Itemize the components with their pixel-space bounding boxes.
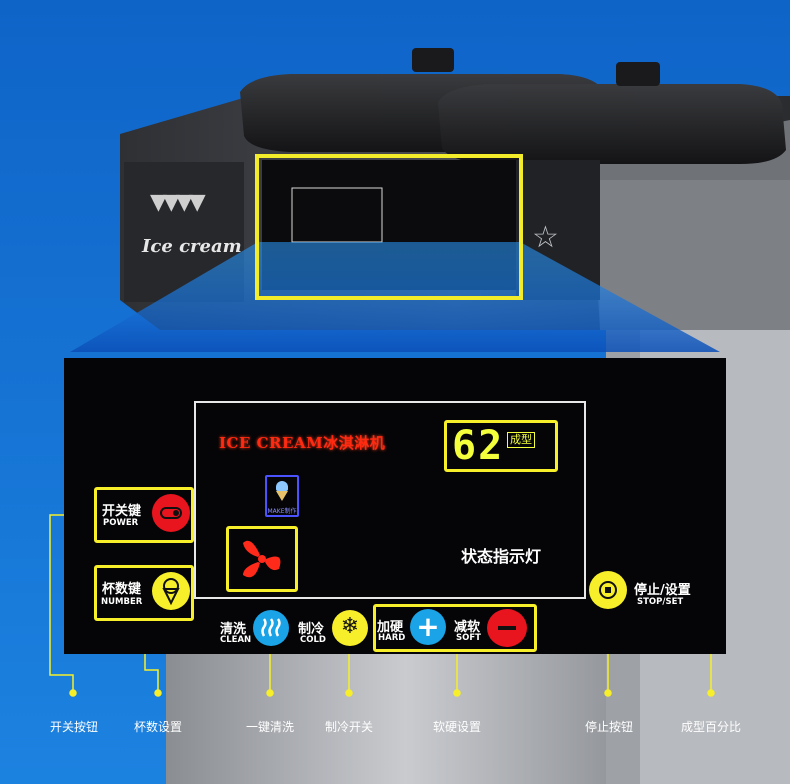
forming-percentage-unit: 成型	[507, 432, 535, 448]
callout-clean: 一键清洗	[246, 720, 295, 734]
forming-percentage-display	[444, 420, 558, 472]
soft-minus-button[interactable]	[487, 609, 527, 647]
fan-icon	[243, 540, 281, 578]
hard-label-en: HARD	[378, 633, 406, 643]
number-button[interactable]	[152, 572, 190, 610]
callout-forming-percentage: 成型百分比	[681, 720, 742, 734]
cold-label-en: COLD	[300, 635, 326, 645]
plus-icon: +	[416, 610, 440, 643]
status-light-label: 状态指示灯	[461, 547, 542, 566]
ice-cream-cones-icon: ▼▼▼▼	[150, 190, 206, 215]
callout-cup-count: 杯数设置	[134, 720, 183, 734]
display-brand-text: ICE CREAM冰淇淋机	[219, 434, 386, 452]
cold-button[interactable]: ❄	[332, 610, 368, 646]
status-indicator-light	[226, 526, 298, 592]
hardness-highlight-box	[373, 604, 537, 652]
clean-label-en: CLEAN	[220, 635, 252, 645]
steam-icon	[261, 618, 281, 637]
power-label-en: POWER	[103, 518, 139, 528]
clean-button[interactable]	[253, 610, 289, 646]
make-indicator-icon	[265, 475, 299, 517]
stop-set-label-en: STOP/SET	[637, 597, 684, 607]
number-label: 杯数键	[102, 582, 142, 597]
snowflake-icon: ❄	[340, 614, 360, 639]
stop-icon	[599, 581, 617, 599]
machine-logo: Ice cream	[142, 236, 242, 257]
stop-set-label: 停止/设置	[634, 583, 691, 598]
number-highlight-box	[94, 565, 194, 621]
power-label: 开关键	[102, 504, 142, 519]
forming-percentage-value: 62	[452, 423, 505, 469]
callout-power: 开关按钮	[50, 720, 99, 734]
hard-label: 加硬	[377, 620, 404, 635]
stop-set-button[interactable]	[589, 571, 627, 609]
toggle-icon	[160, 507, 182, 519]
callout-cooling: 制冷开关	[325, 720, 374, 734]
callout-hardness: 软硬设置	[433, 720, 482, 734]
callout-stop: 停止按钮	[585, 720, 634, 734]
make-indicator-label: MAKE制作	[267, 508, 297, 515]
power-button[interactable]	[152, 494, 190, 532]
number-label-en: NUMBER	[101, 597, 143, 607]
clean-label: 清洗	[220, 622, 247, 637]
hopper-lids	[240, 48, 786, 164]
ice-cream-cone-icon	[162, 578, 180, 606]
display-frame	[194, 401, 586, 599]
star-icon: ☆	[532, 220, 559, 255]
minus-icon	[498, 626, 516, 630]
soft-label: 减软	[454, 620, 481, 635]
hard-plus-button[interactable]: +	[410, 609, 446, 645]
soft-label-en: SOFT	[456, 633, 481, 643]
power-highlight-box	[94, 487, 194, 543]
cold-label: 制冷	[298, 622, 325, 637]
